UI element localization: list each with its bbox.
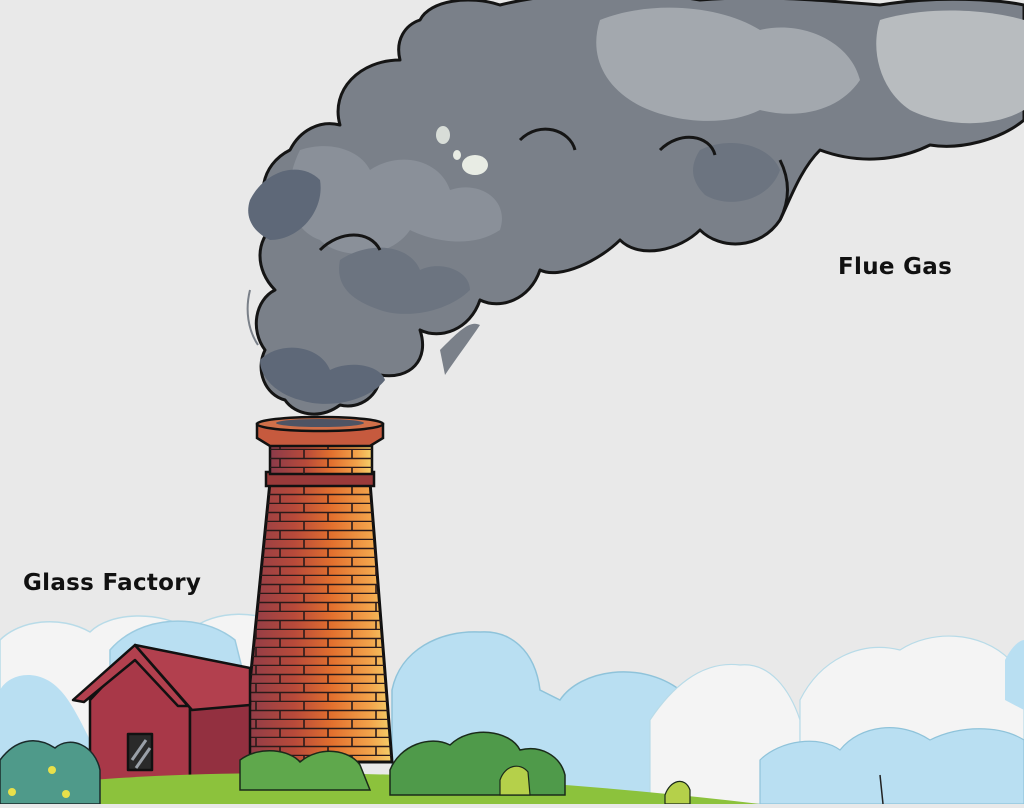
chimney: [240, 415, 394, 764]
glass-factory-label: Glass Factory: [23, 570, 202, 596]
smoke-plume: [246, 0, 1024, 416]
flue-gas-label: Flue Gas: [838, 254, 953, 280]
ground: [0, 731, 884, 805]
factory-building: [71, 643, 252, 792]
